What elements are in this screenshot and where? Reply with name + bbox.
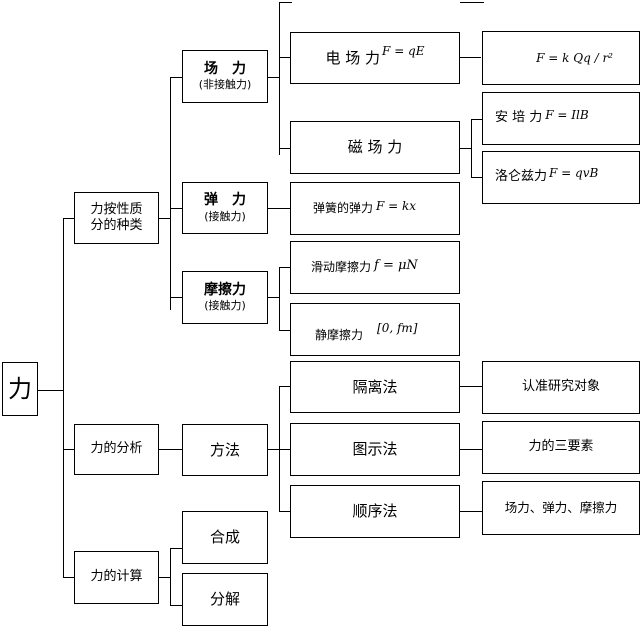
identify-object-node: 认准研究对象	[482, 361, 640, 414]
connector	[170, 77, 182, 78]
method-node: 方法	[182, 424, 268, 476]
connector	[37, 390, 63, 391]
connector	[279, 511, 290, 512]
force-kinds-line2: 分的种类	[90, 218, 143, 233]
connector	[158, 218, 170, 219]
field-force-node: 场 力 (非接触力)	[182, 50, 268, 103]
connector	[279, 267, 290, 268]
lorentz-force-formula: F = qvB	[549, 166, 599, 180]
connector	[459, 386, 482, 387]
spring-force-node: 弹簧的弹力 F = kx	[290, 182, 460, 235]
spring-force-label: 弹簧的弹力	[313, 201, 374, 215]
connector	[279, 449, 290, 450]
compose-node: 合成	[182, 511, 268, 564]
ampere-force-formula: F = IlB	[545, 108, 589, 122]
connector	[170, 297, 182, 298]
connector	[170, 77, 171, 310]
force-kinds-line1: 力按性质	[90, 201, 143, 217]
lorentz-force-node: 洛仑兹力 F = qvB	[482, 151, 640, 204]
sliding-friction-formula: f = μN	[374, 258, 418, 274]
connector	[267, 208, 290, 209]
static-friction-label: 静摩擦力	[315, 328, 364, 342]
friction-force-note: (接触力)	[204, 299, 246, 313]
diagram-method-node: 图示法	[290, 423, 460, 476]
connector	[279, 57, 290, 58]
electric-force-formula: F = qE	[382, 43, 425, 58]
field-force-note: (非接触力)	[198, 78, 252, 92]
coulomb-force-formula: F = k Qq / r²	[536, 50, 613, 65]
elastic-force-note: (接触力)	[204, 209, 246, 223]
connector	[471, 119, 472, 177]
connector	[170, 548, 171, 605]
coulomb-force-node: F = k Qq / r²	[482, 31, 640, 85]
field-force-title: 场 力	[204, 60, 246, 77]
ampere-force-label: 安 培 力	[495, 110, 543, 126]
elastic-force-title: 弹 力	[204, 192, 246, 209]
connector	[279, 386, 290, 387]
force-order-node: 场力、弹力、摩擦力	[482, 481, 640, 535]
force-kinds-node: 力按性质 分的种类	[74, 192, 159, 244]
sequence-method-node: 顺序法	[290, 485, 460, 538]
force-analysis-node: 力的分析	[74, 424, 159, 475]
root-node: 力	[2, 362, 38, 416]
connector	[279, 2, 292, 3]
connector	[170, 548, 182, 549]
decompose-node: 分解	[182, 573, 268, 626]
elastic-force-node: 弹 力 (接触力)	[182, 182, 268, 234]
force-calc-node: 力的计算	[74, 551, 159, 604]
magnetic-force-node: 磁 场 力	[290, 121, 460, 174]
connector	[63, 218, 64, 577]
connector	[158, 577, 170, 578]
connector	[459, 511, 482, 512]
connector	[279, 330, 290, 331]
connector	[279, 267, 280, 330]
sliding-friction-node: 滑动摩擦力 f = μN	[290, 241, 460, 294]
connector	[279, 2, 280, 155]
spring-force-formula: F = kx	[376, 199, 417, 213]
sliding-friction-label: 滑动摩擦力	[311, 260, 372, 274]
connector	[459, 449, 482, 450]
connector	[279, 148, 290, 149]
connector	[460, 2, 484, 3]
connector	[63, 218, 74, 219]
connector	[63, 577, 74, 578]
connector	[170, 605, 182, 606]
connector	[267, 77, 279, 78]
connector	[459, 148, 471, 149]
connector	[63, 449, 74, 450]
connector	[471, 177, 482, 178]
connector	[158, 449, 182, 450]
connector	[471, 119, 482, 120]
connector	[279, 386, 280, 511]
connector	[459, 57, 481, 58]
isolation-method-node: 隔离法	[290, 361, 460, 413]
friction-force-title: 摩擦力	[204, 281, 246, 298]
lorentz-force-label: 洛仑兹力	[495, 169, 548, 185]
connector	[170, 208, 182, 209]
friction-force-node: 摩擦力 (接触力)	[182, 271, 268, 324]
three-elements-node: 力的三要素	[482, 421, 640, 474]
electric-force-label: 电 场 力	[325, 48, 381, 67]
connector	[267, 449, 279, 450]
ampere-force-node: 安 培 力 F = IlB	[482, 92, 640, 145]
static-friction-formula: [0, fm]	[377, 321, 418, 335]
connector	[267, 297, 279, 298]
electric-force-node: 电 场 力 F = qE	[290, 32, 460, 84]
static-friction-node: 静摩擦力 [0, fm]	[290, 303, 460, 356]
